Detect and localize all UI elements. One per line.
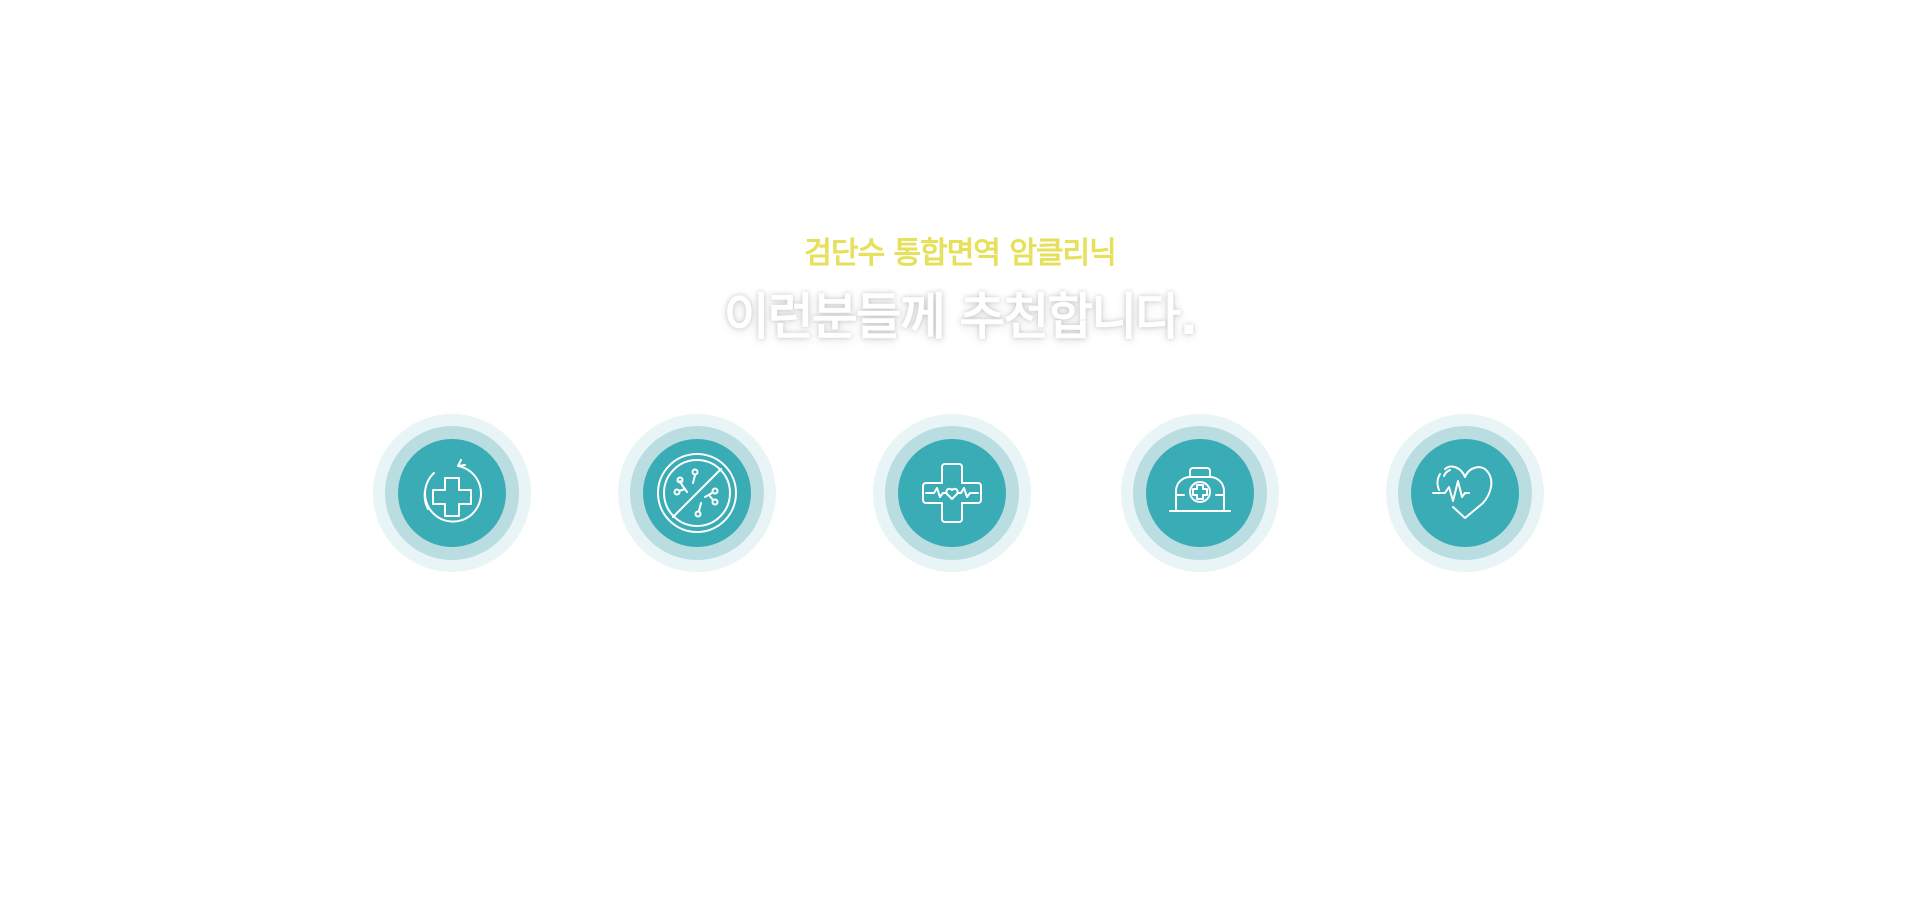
- section-subtitle: 검단수 통합면역 암클리닉: [804, 236, 1117, 271]
- section-title: 이런분들께 추천합니다.: [723, 288, 1198, 346]
- medical-kit-icon: [1169, 467, 1231, 512]
- badge-cross-heartbeat: [873, 414, 1031, 572]
- section-header: 검단수 통합면역 암클리닉 이런분들께 추천합니다.: [0, 236, 1920, 346]
- badge-no-virus: [618, 414, 776, 572]
- medical-cross-cycle-icon: [423, 459, 483, 523]
- heart-pulse-icon: [1432, 465, 1493, 519]
- cross-heartbeat-icon: [922, 463, 982, 523]
- badge-medical-cross-cycle: [373, 414, 531, 572]
- badge-medical-kit: [1121, 414, 1279, 572]
- no-virus-icon: [657, 453, 737, 533]
- badge-heart-pulse: [1386, 414, 1544, 572]
